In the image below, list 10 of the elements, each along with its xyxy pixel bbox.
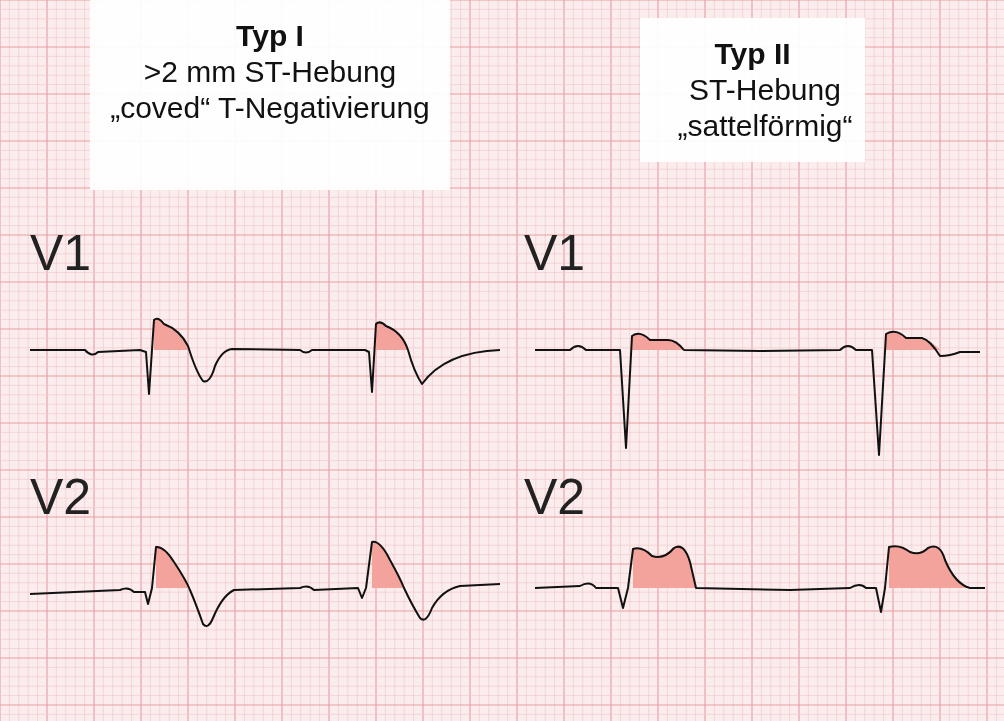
panel-text: ST-Hebung „sattelförmig“: [676, 72, 854, 144]
panel-heading: Typ II: [713, 36, 792, 72]
lead-label: V2: [524, 472, 586, 522]
lead-label: V2: [30, 472, 92, 522]
label-panel: [90, 0, 450, 190]
panel-text: >2 mm ST-Hebung „coved“ T-Negativierung: [110, 54, 430, 126]
lead-label: V1: [30, 228, 92, 278]
panel-heading: Typ I: [235, 18, 305, 54]
lead-label: V1: [524, 228, 586, 278]
label-panel: [640, 18, 865, 162]
